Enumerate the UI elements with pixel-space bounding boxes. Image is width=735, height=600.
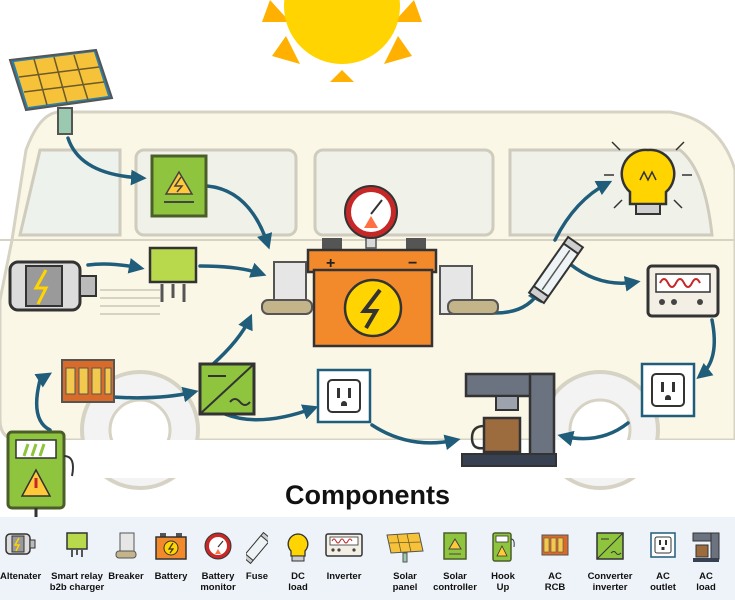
legend-label: Solar panel xyxy=(392,571,418,593)
svg-text:−: − xyxy=(408,255,417,272)
battery-icon xyxy=(155,533,187,560)
breaker-left xyxy=(261,261,313,315)
inverter xyxy=(646,264,720,318)
solar-controller xyxy=(150,154,208,218)
legend-label: Converter inverter xyxy=(587,571,633,593)
battery-monitor xyxy=(344,185,398,249)
legend-label: Breaker xyxy=(108,571,144,582)
coffee-machine-icon xyxy=(692,532,720,562)
ac-rcb xyxy=(61,359,115,403)
solar-panel xyxy=(8,48,114,135)
fuse-icon xyxy=(246,531,268,565)
legend-label: Fuse xyxy=(245,571,269,582)
legend-item-converter-inverter: Converter inverter xyxy=(584,517,636,600)
legend-item-ac-outlet: AC outlet xyxy=(644,517,682,600)
hookup-icon xyxy=(492,532,515,562)
legend-item-hook-up: Hook Up xyxy=(484,517,522,600)
outlet-icon xyxy=(650,532,676,558)
legend-label: Solar controller xyxy=(433,571,477,593)
ac-outlet xyxy=(316,368,372,424)
relay-icon xyxy=(66,532,88,557)
legend-label: AC outlet xyxy=(650,571,676,593)
light-bulb xyxy=(604,141,692,215)
solar-controller-icon xyxy=(443,532,467,560)
legend-item-inverter: Inverter xyxy=(320,517,368,600)
solar-panel-icon xyxy=(386,532,424,563)
legend-item-ac-rcb: AC RCB xyxy=(532,517,578,600)
light-bulb-icon xyxy=(287,533,309,562)
legend-item-solar-controller: Solar controller xyxy=(428,517,482,600)
legend-item-alternator: Altenater xyxy=(0,517,42,600)
legend-item-battery-monitor: Battery monitor xyxy=(196,517,240,600)
battery: + − xyxy=(306,238,438,348)
legend-label: AC load xyxy=(696,571,716,593)
sun-icon xyxy=(262,0,422,82)
legend-label: Hook Up xyxy=(491,571,515,593)
svg-text:+: + xyxy=(326,255,335,272)
legend-label: Inverter xyxy=(326,571,362,582)
ac-outlet-right xyxy=(640,362,696,418)
legend-label: Smart relay b2b charger xyxy=(49,571,105,593)
legend-label: AC RCB xyxy=(544,571,566,593)
legend-label: Battery xyxy=(154,571,188,582)
rcb-icon xyxy=(541,534,569,556)
fuse xyxy=(527,235,585,305)
legend-label: DC load xyxy=(288,571,308,593)
components-title: Components xyxy=(285,480,450,510)
legend-item-solar-panel: Solar panel xyxy=(378,517,432,600)
gauge-icon xyxy=(204,532,232,560)
legend-item-breaker: Breaker xyxy=(108,517,144,600)
alternator-icon xyxy=(5,533,36,555)
legend-item-fuse: Fuse xyxy=(242,517,272,600)
components-legend: Altenater Smart relay b2b charger Breake… xyxy=(0,517,735,600)
legend-label: Altenater xyxy=(0,571,42,582)
legend-item-smart-relay: Smart relay b2b charger xyxy=(46,517,108,600)
inverter-icon xyxy=(325,533,363,557)
coffee-machine xyxy=(461,372,557,467)
legend-item-dc-load: DC load xyxy=(280,517,316,600)
smart-relay xyxy=(148,246,198,302)
breaker-icon xyxy=(115,532,137,559)
legend-label: Battery monitor xyxy=(200,571,236,593)
legend-item-battery: Battery xyxy=(150,517,192,600)
breaker-right xyxy=(439,265,499,315)
alternator xyxy=(8,260,97,312)
converter-inverter xyxy=(198,362,256,416)
converter-icon xyxy=(596,532,624,560)
legend-item-ac-load: AC load xyxy=(686,517,726,600)
hook-up xyxy=(6,430,74,520)
